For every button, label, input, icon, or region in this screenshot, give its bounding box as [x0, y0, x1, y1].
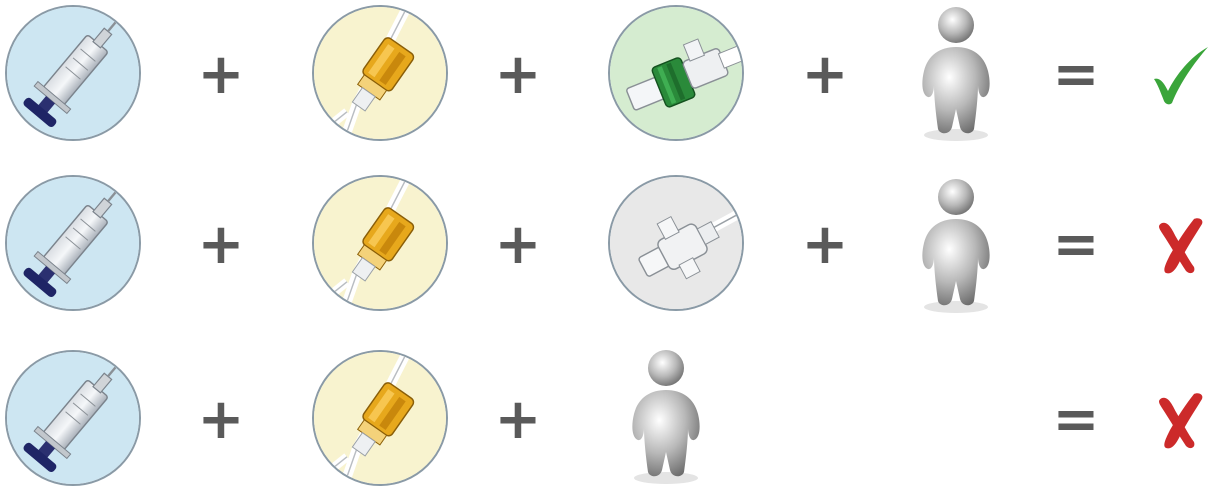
- green-connector-icon: [608, 5, 744, 141]
- syringe-icon: [5, 350, 141, 486]
- person-icon: [628, 348, 704, 484]
- plus-operator: +: [795, 47, 855, 103]
- syringe-icon: [5, 175, 141, 311]
- plus-operator: +: [488, 392, 548, 448]
- equals-operator: =: [1046, 217, 1106, 273]
- equals-operator: =: [1046, 392, 1106, 448]
- plus-operator: +: [795, 217, 855, 273]
- cross-icon: [1150, 390, 1210, 450]
- yellow-connector-icon: [312, 5, 448, 141]
- plus-operator: +: [191, 217, 251, 273]
- plus-operator: +: [488, 217, 548, 273]
- row-2: + + + =: [0, 175, 1213, 325]
- check-icon: [1150, 45, 1210, 105]
- syringe-icon: [5, 5, 141, 141]
- yellow-connector-icon: [312, 350, 448, 486]
- row-3: + + =: [0, 350, 1213, 500]
- row-1: + + + =: [0, 5, 1213, 155]
- person-icon: [918, 177, 994, 313]
- gray-connector-icon: [608, 175, 744, 311]
- yellow-connector-icon: [312, 175, 448, 311]
- equals-operator: =: [1046, 47, 1106, 103]
- plus-operator: +: [191, 392, 251, 448]
- person-icon: [918, 5, 994, 141]
- plus-operator: +: [488, 47, 548, 103]
- cross-icon: [1150, 215, 1210, 275]
- plus-operator: +: [191, 47, 251, 103]
